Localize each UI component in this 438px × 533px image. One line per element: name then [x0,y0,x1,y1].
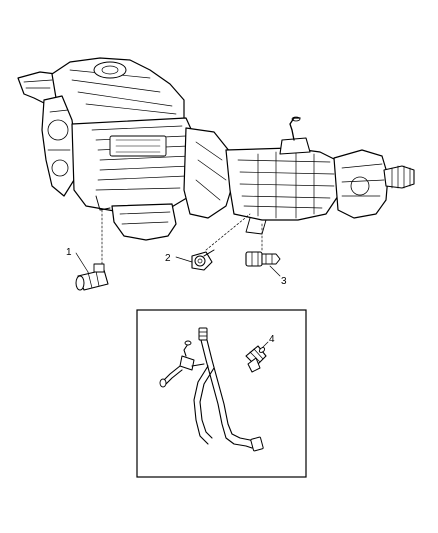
callout-3: 3 [281,276,287,287]
hose-fitting [245,345,267,373]
callout-1: 1 [66,247,72,258]
hose-assembly [159,327,264,452]
backup-lamp-switch [245,251,281,267]
pressure-sender-switch [75,263,109,291]
engine-transmission-assembly [17,57,415,241]
callout-4: 4 [269,334,275,345]
callout-2: 2 [165,253,171,264]
position-sensor [191,249,215,271]
inset-frame [136,309,307,478]
